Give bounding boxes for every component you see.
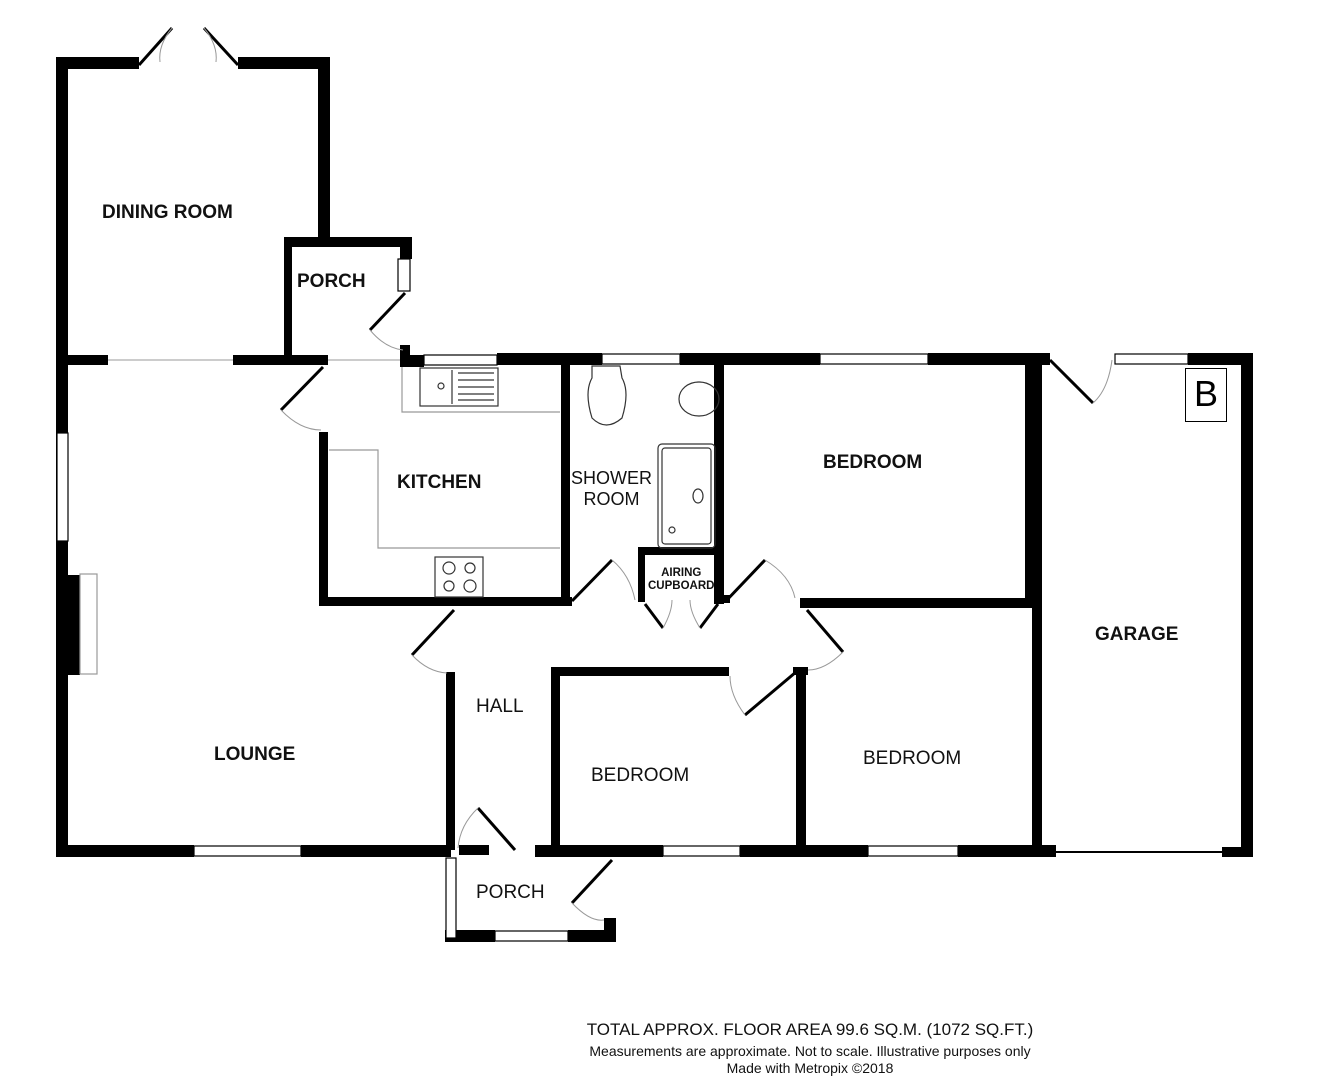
boiler-symbol: B (1185, 368, 1227, 422)
walls (56, 57, 1253, 942)
room-label-dining-room: DINING ROOM (102, 202, 233, 223)
room-label-kitchen: KITCHEN (397, 472, 482, 493)
room-label-hall: HALL (476, 696, 524, 717)
room-label-airing-cupboard: AIRING CUPBOARD (648, 567, 714, 593)
room-label-bedroom-2: BEDROOM (591, 765, 690, 786)
disclaimer-text: Measurements are approximate. Not to sca… (589, 1043, 1031, 1059)
credit-text: Made with Metropix ©2018 (726, 1060, 894, 1076)
room-label-garage: GARAGE (1095, 624, 1179, 645)
total-area-text: TOTAL APPROX. FLOOR AREA 99.6 SQ.M. (107… (586, 1020, 1034, 1039)
airing-cupboard-line2: CUPBOARD (648, 580, 715, 592)
room-label-lounge: LOUNGE (214, 744, 296, 765)
fixtures (79, 365, 720, 675)
shower-room-line2: ROOM (583, 489, 640, 509)
room-label-porch-rear: PORCH (297, 271, 366, 292)
airing-cupboard-line1: AIRING (661, 567, 702, 579)
room-label-bedroom-3: BEDROOM (863, 748, 962, 769)
windows (56, 258, 1189, 942)
room-label-shower-room: SHOWER ROOM (571, 468, 652, 510)
doors (108, 26, 1222, 921)
shower-room-line1: SHOWER (571, 468, 652, 488)
room-label-bedroom-1: BEDROOM (823, 452, 923, 473)
room-label-porch-front: PORCH (476, 882, 545, 903)
